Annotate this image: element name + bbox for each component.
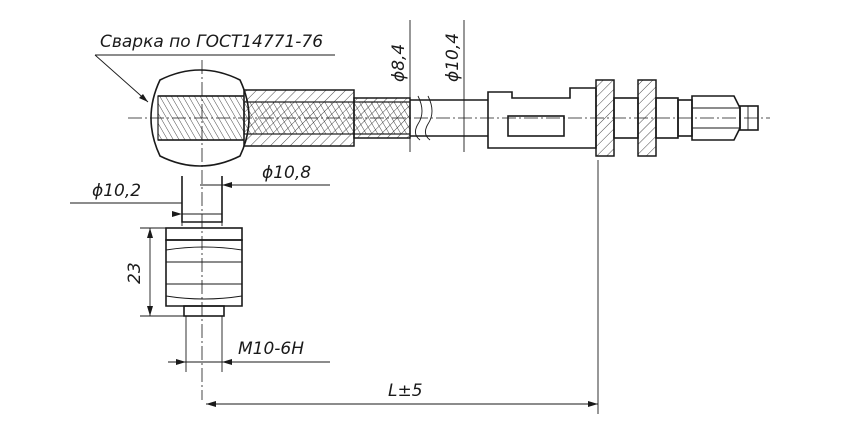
dim-23: 23 — [125, 227, 184, 317]
dim-10-4-label: ϕ10,4 — [443, 33, 463, 82]
dim-cable-diameters: ϕ8,4 ϕ10,4 — [389, 20, 465, 152]
dim-thread-label: M10-6H — [238, 339, 304, 359]
weld-note: Сварка по ГОСТ14771-76 — [94, 32, 335, 103]
dim-length: L±5 — [206, 160, 599, 414]
nut-assembly — [595, 79, 759, 157]
sleeve — [243, 89, 411, 147]
dim-10-2-label: ϕ10,2 — [92, 181, 141, 201]
dim-8-4-label: ϕ8,4 — [389, 44, 409, 82]
dim-10-2: ϕ10,2 — [70, 181, 223, 226]
terminal-body — [487, 87, 597, 149]
weld-note-text: Сварка по ГОСТ14771-76 — [100, 32, 323, 52]
dim-23-label: 23 — [125, 262, 145, 284]
dim-10-8: ϕ10,8 — [200, 163, 330, 188]
ball-eye-head — [150, 60, 250, 400]
dim-length-label: L±5 — [388, 381, 423, 401]
cable — [410, 95, 488, 141]
vertical-stud — [165, 176, 243, 317]
dim-thread: M10-6H — [168, 316, 330, 372]
dim-10-8-label: ϕ10,8 — [262, 163, 311, 183]
